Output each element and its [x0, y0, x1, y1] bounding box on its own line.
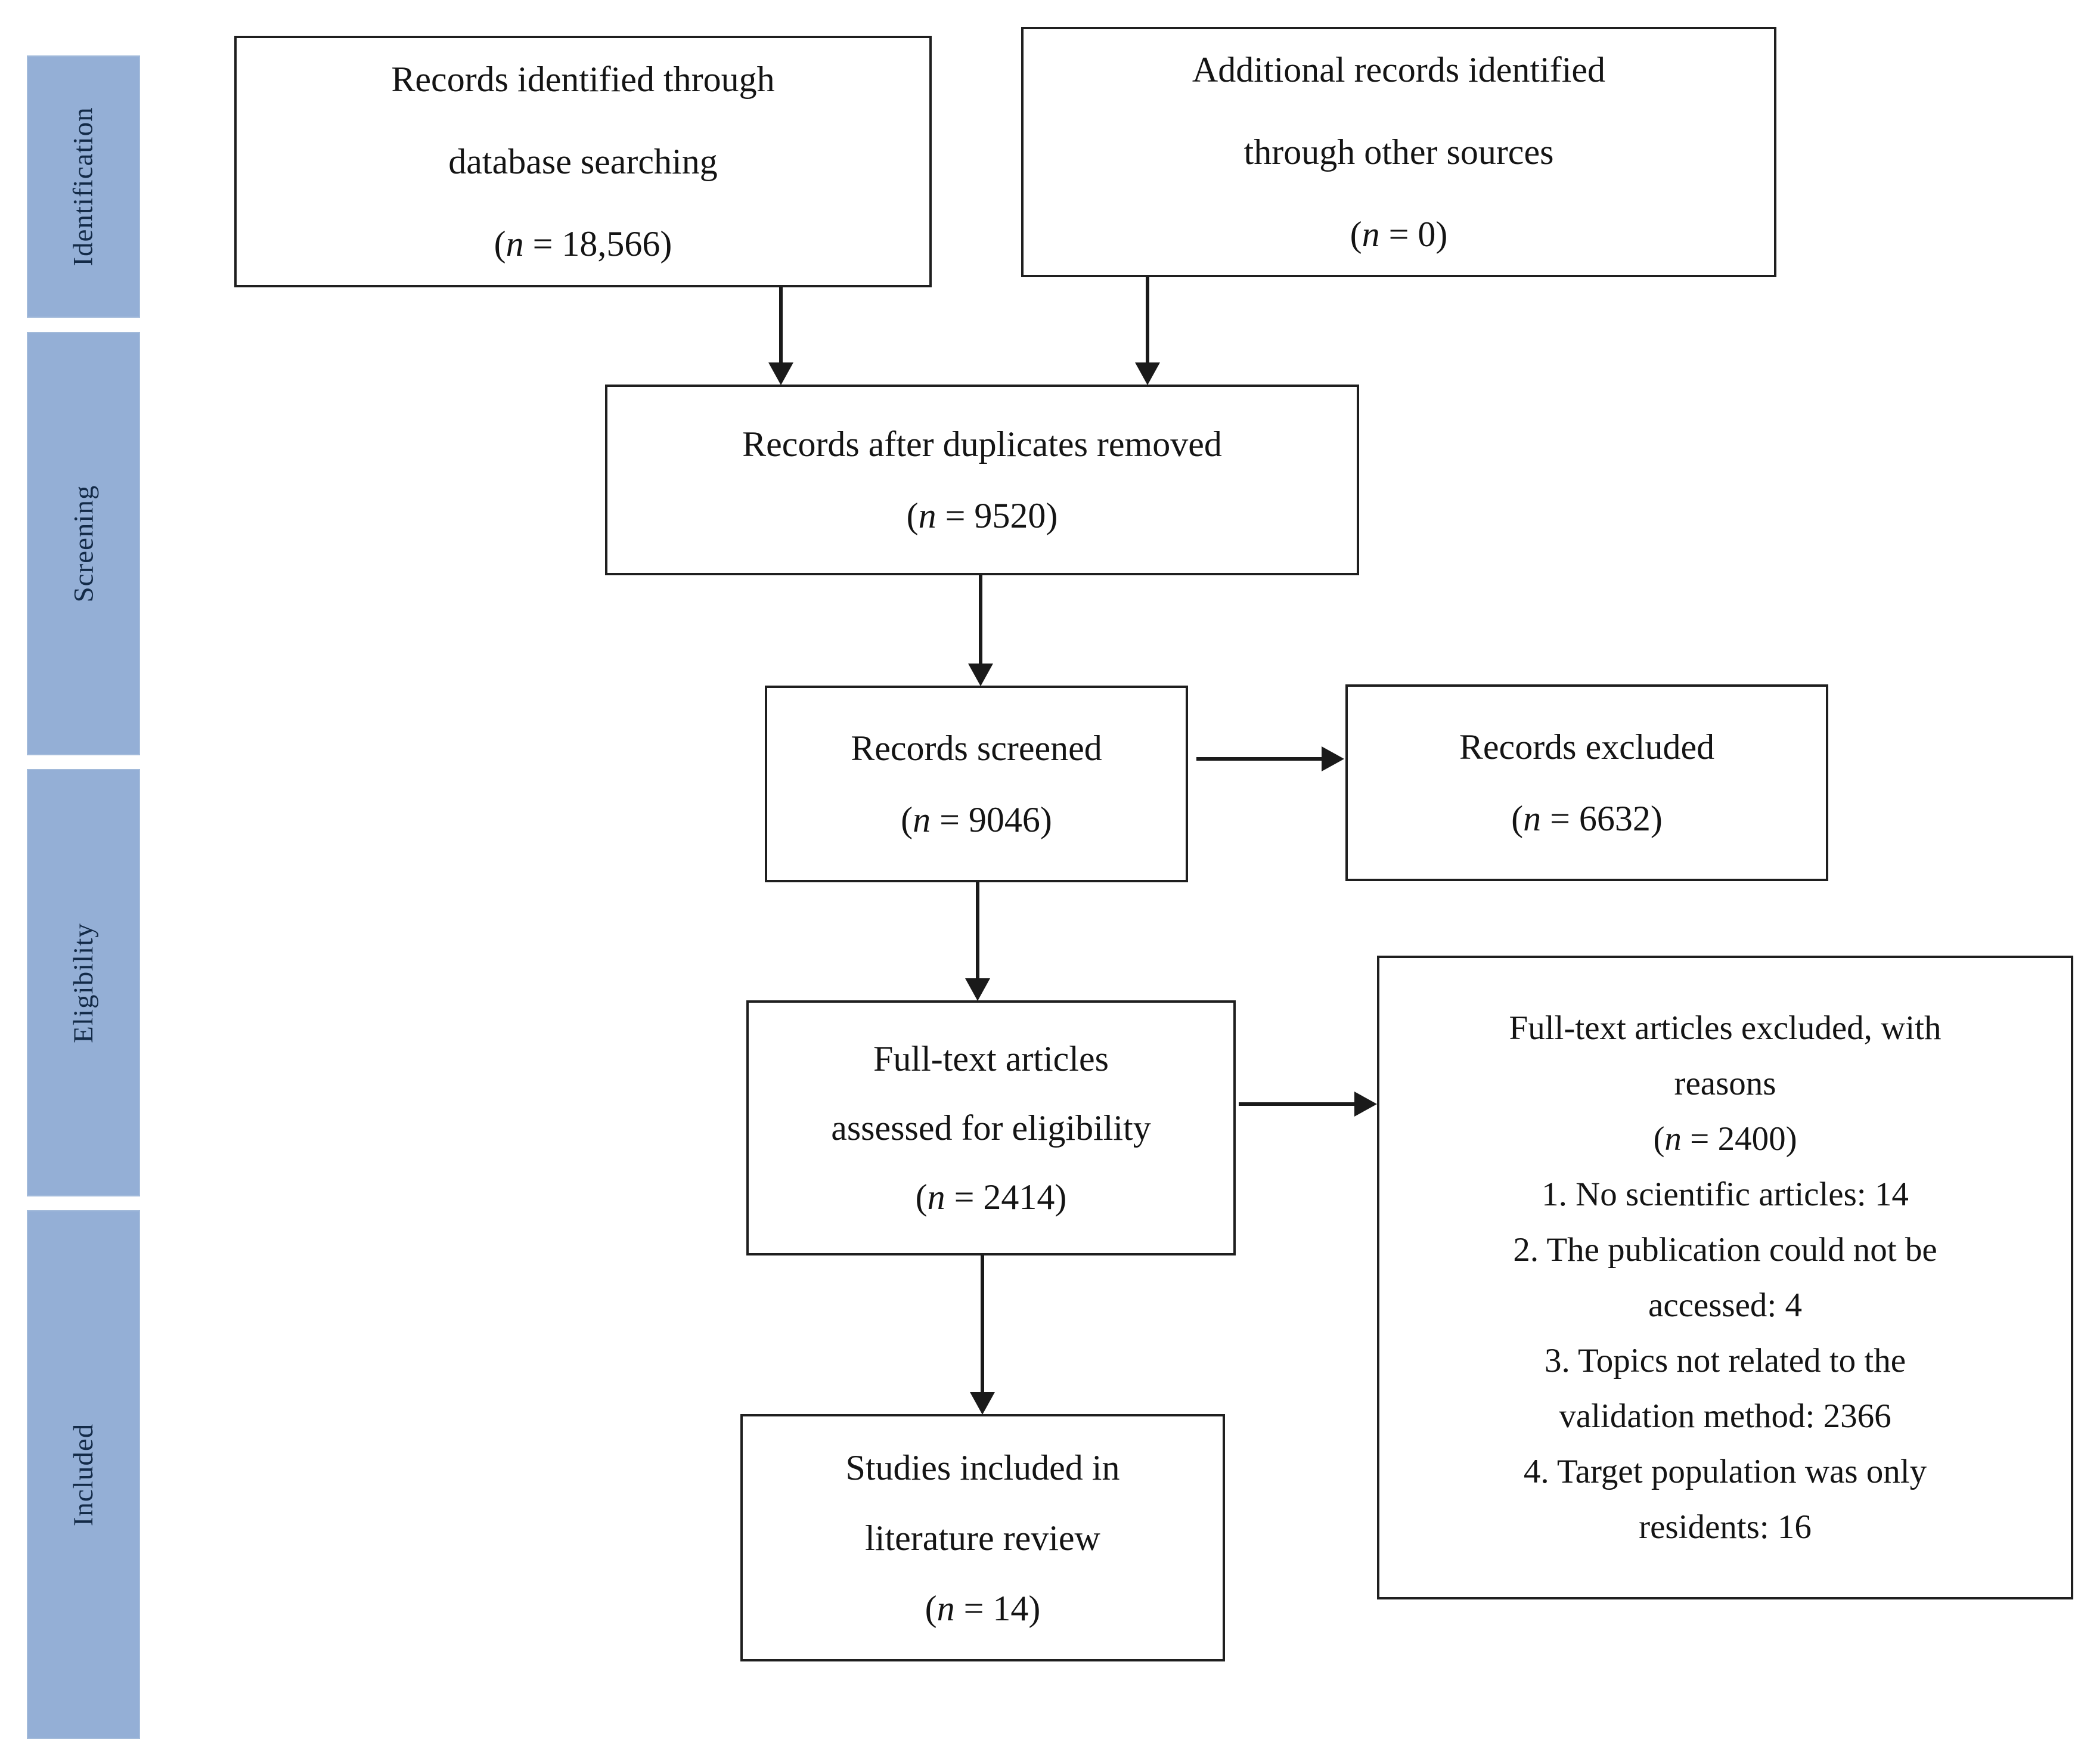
flow-box-records-screened: Records screened (n = 9046)	[765, 686, 1188, 882]
stage-label-identification: Identification	[68, 107, 99, 266]
down-arrow-additional-to-duplicates	[1146, 277, 1149, 364]
flow-box-duplicates-removed: Records after duplicates removed (n = 95…	[605, 385, 1359, 575]
box-text: Records excluded	[1459, 727, 1715, 767]
down-arrow-screened-to-fulltext	[976, 882, 979, 979]
flow-box-records-excluded: Records excluded (n = 6632)	[1345, 684, 1828, 881]
stage-bar-screening: Screening	[27, 332, 140, 755]
right-arrow-screened-to-excluded	[1196, 757, 1323, 761]
count-line: (n = 9520)	[906, 496, 1058, 535]
stage-label-screening: Screening	[68, 485, 99, 603]
count-line: (n = 14)	[925, 1588, 1041, 1628]
stage-bar-eligibility: Eligibility	[27, 769, 140, 1196]
down-arrow-duplicates-to-screened	[979, 575, 982, 665]
stage-bar-included: Included	[27, 1210, 140, 1739]
count-line: (n = 2414)	[915, 1177, 1067, 1217]
box-text: Records after duplicates removed	[742, 424, 1222, 464]
count-line: (n = 18,566)	[494, 224, 672, 263]
down-arrow-fulltext-to-studies	[981, 1255, 984, 1393]
stage-bar-identification: Identification	[27, 55, 140, 318]
count-line: (n = 6632)	[1511, 799, 1663, 838]
box-text: Records screened	[851, 728, 1102, 768]
count-line: (n = 2400)	[1653, 1120, 1797, 1158]
stage-label-included: Included	[68, 1423, 99, 1526]
down-arrow-identified-to-duplicates	[779, 287, 783, 364]
right-arrow-fulltext-to-excluded	[1239, 1102, 1356, 1106]
count-line: (n = 0)	[1350, 215, 1448, 254]
count-line: (n = 9046)	[901, 800, 1052, 839]
stage-label-eligibility: Eligibility	[68, 922, 99, 1043]
